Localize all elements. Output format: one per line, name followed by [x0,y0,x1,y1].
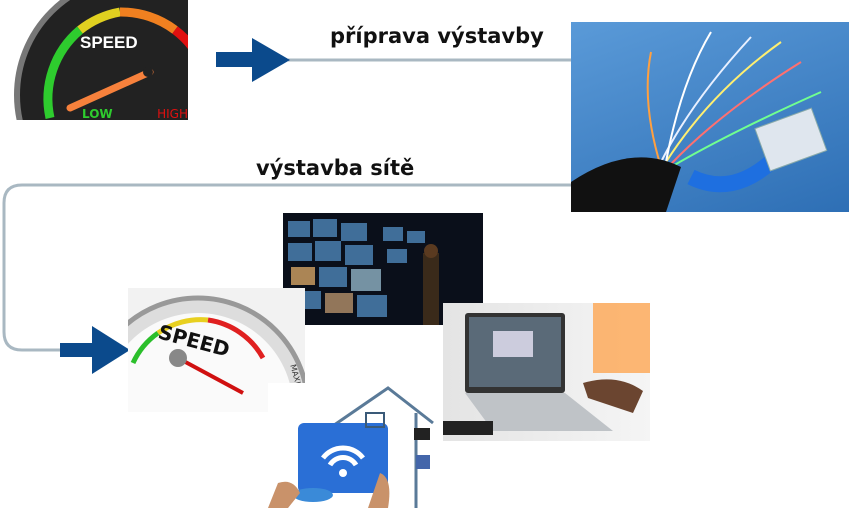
low-text: LOW [82,107,113,120]
laptop-image [443,303,650,441]
label-vystavba-site: výstavba sítě [256,156,415,180]
high-text: HIGH [157,107,188,120]
label-priprava-vystavby: příprava výstavby [330,24,544,48]
arrow-head-bottom [92,326,130,374]
connector-line-bottom [2,183,572,352]
arrow-shaft-bottom [60,343,96,357]
smart-home-image [268,383,440,508]
fiber-optic-cable-image [571,22,849,212]
speedometer-high-image: SPEED MAXIMUM [128,288,305,412]
speed-text: SPEED [80,33,138,52]
speedometer-low-image: SPEED LOW HIGH [10,0,188,120]
arrow-head-top [252,38,290,82]
arrow-shaft-top [216,52,254,67]
